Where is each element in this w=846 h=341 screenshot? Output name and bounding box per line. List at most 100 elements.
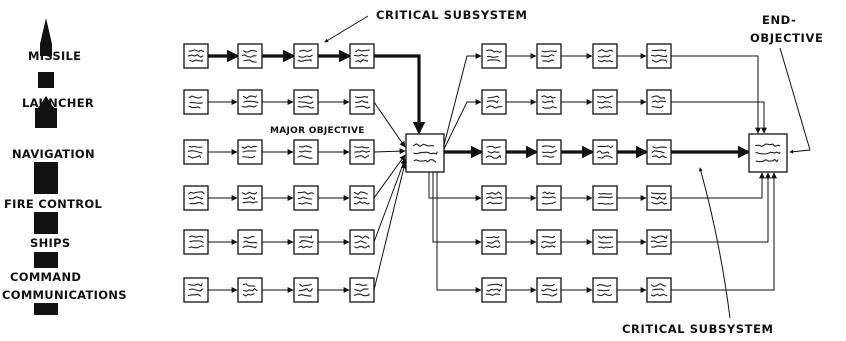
- activity-box-right-text: [597, 235, 614, 249]
- subsystem-label-ships: SHIPS: [30, 236, 70, 250]
- activity-box-left-text: [187, 145, 203, 159]
- activity-box-left: [183, 89, 209, 115]
- activity-box-right-text: [540, 235, 556, 249]
- activity-box-left: [183, 139, 209, 165]
- activity-box-left-text: [297, 49, 313, 62]
- subsystem-label-fire-control: FIRE CONTROL: [4, 197, 102, 211]
- activity-box-right-text: [541, 191, 557, 205]
- activity-box-left-text: [188, 235, 204, 249]
- activity-box-left: [293, 229, 319, 255]
- activity-box-right-text: [485, 191, 503, 205]
- activity-box-left: [293, 89, 319, 115]
- end-objective-label-line2: OBJECTIVE: [750, 31, 823, 45]
- activity-box-right-text: [597, 193, 614, 205]
- activity-box-right-text: [485, 236, 501, 249]
- activity-box-right-text: [596, 145, 614, 159]
- activity-box-left-text: [354, 235, 370, 249]
- activity-box-right: [481, 43, 507, 69]
- subsystem-label-launcher: LAUNCHER: [22, 96, 94, 110]
- activity-box-left-text: [298, 235, 314, 249]
- activity-box-left-text: [187, 283, 204, 297]
- activity-box-left-text: [242, 283, 258, 297]
- network-connector: [428, 172, 482, 201]
- activity-box-left: [183, 43, 209, 69]
- activity-box-left-text: [297, 283, 313, 297]
- network-connector: [373, 162, 407, 291]
- subsystem-label-navigation: NAVIGATION: [12, 147, 95, 161]
- major-objective-label: MAJOR OBJECTIVE: [270, 126, 365, 136]
- network-connector: [443, 99, 482, 150]
- major-objective-box-text: [412, 143, 438, 163]
- activity-box-right-text: [650, 235, 668, 248]
- activity-box-left-text: [353, 146, 371, 159]
- activity-box-left: [237, 89, 263, 115]
- activity-box-right: [536, 277, 562, 303]
- activity-box-right: [481, 89, 507, 115]
- activity-box-right: [592, 277, 618, 303]
- activity-box-left-text: [241, 191, 258, 204]
- activity-box-left-text: [353, 283, 370, 297]
- activity-box-right: [592, 185, 618, 211]
- network-connector: [373, 158, 406, 243]
- network-connector: [671, 55, 761, 134]
- activity-network: [183, 43, 788, 303]
- activity-box-left: [293, 277, 319, 303]
- network-connector: [671, 172, 777, 291]
- activity-box-left: [183, 185, 209, 211]
- activity-box-left: [237, 43, 263, 69]
- activity-box-right-text: [540, 50, 557, 63]
- subsystem-label-communications: COMMUNICATIONS: [2, 288, 127, 302]
- network-connector: [671, 172, 765, 199]
- activity-box-left: [237, 185, 263, 211]
- activity-box-left-text: [241, 95, 259, 108]
- critical-subsystem-top-label: CRITICAL SUBSYSTEM: [376, 8, 528, 22]
- activity-box-left: [349, 43, 375, 69]
- activity-box-left-text: [353, 49, 370, 63]
- activity-box-left-text: [241, 49, 258, 63]
- activity-box-left-text: [188, 95, 203, 109]
- end-objective-box-text: [755, 143, 781, 163]
- activity-box-right-text: [650, 49, 668, 63]
- activity-box-left-text: [297, 191, 315, 205]
- activity-box-right-text: [541, 95, 558, 109]
- activity-box-left-text: [353, 191, 370, 205]
- activity-box-right-text: [650, 192, 668, 205]
- activity-box-right-text: [650, 283, 668, 297]
- network-connector: [373, 101, 406, 148]
- end-objective-box: [748, 133, 788, 173]
- activity-box-left-text: [187, 49, 205, 62]
- network-connector: [443, 53, 482, 146]
- network-connector: [671, 172, 771, 243]
- activity-box-left-text: [242, 236, 258, 249]
- critical-bottom-pointer: [698, 167, 731, 319]
- activity-box-left: [349, 139, 375, 165]
- activity-box-right-text: [596, 95, 614, 109]
- activity-box-right-text: [485, 95, 503, 109]
- network-connector: [432, 172, 482, 245]
- activity-box-left: [349, 89, 375, 115]
- activity-box-right-text: [651, 146, 667, 159]
- network-connector: [373, 148, 406, 155]
- critical-path-top: [374, 54, 426, 135]
- activity-box-right-text: [485, 283, 503, 297]
- network-connector: [373, 154, 406, 199]
- activity-box-right: [646, 277, 672, 303]
- rocket-silhouette-icon: [34, 18, 58, 315]
- activity-box-left-text: [188, 191, 205, 205]
- activity-box-right-text: [597, 49, 614, 63]
- activity-box-right-text: [486, 49, 502, 62]
- network-connector: [671, 101, 767, 134]
- activity-box-right: [646, 43, 672, 69]
- activity-box-right-text: [596, 283, 613, 297]
- major-objective-box: [405, 133, 445, 173]
- subsystem-label-command: COMMAND: [10, 270, 81, 284]
- end-objective-label-line1: END-: [762, 13, 796, 27]
- activity-box-left-text: [354, 96, 371, 109]
- activity-box-left: [293, 139, 319, 165]
- network-connector: [436, 172, 482, 293]
- activity-box-left-text: [241, 145, 257, 159]
- subsystem-label-missile: MISSILE: [28, 49, 81, 63]
- activity-box-right-text: [540, 283, 558, 297]
- activity-box-left: [237, 139, 263, 165]
